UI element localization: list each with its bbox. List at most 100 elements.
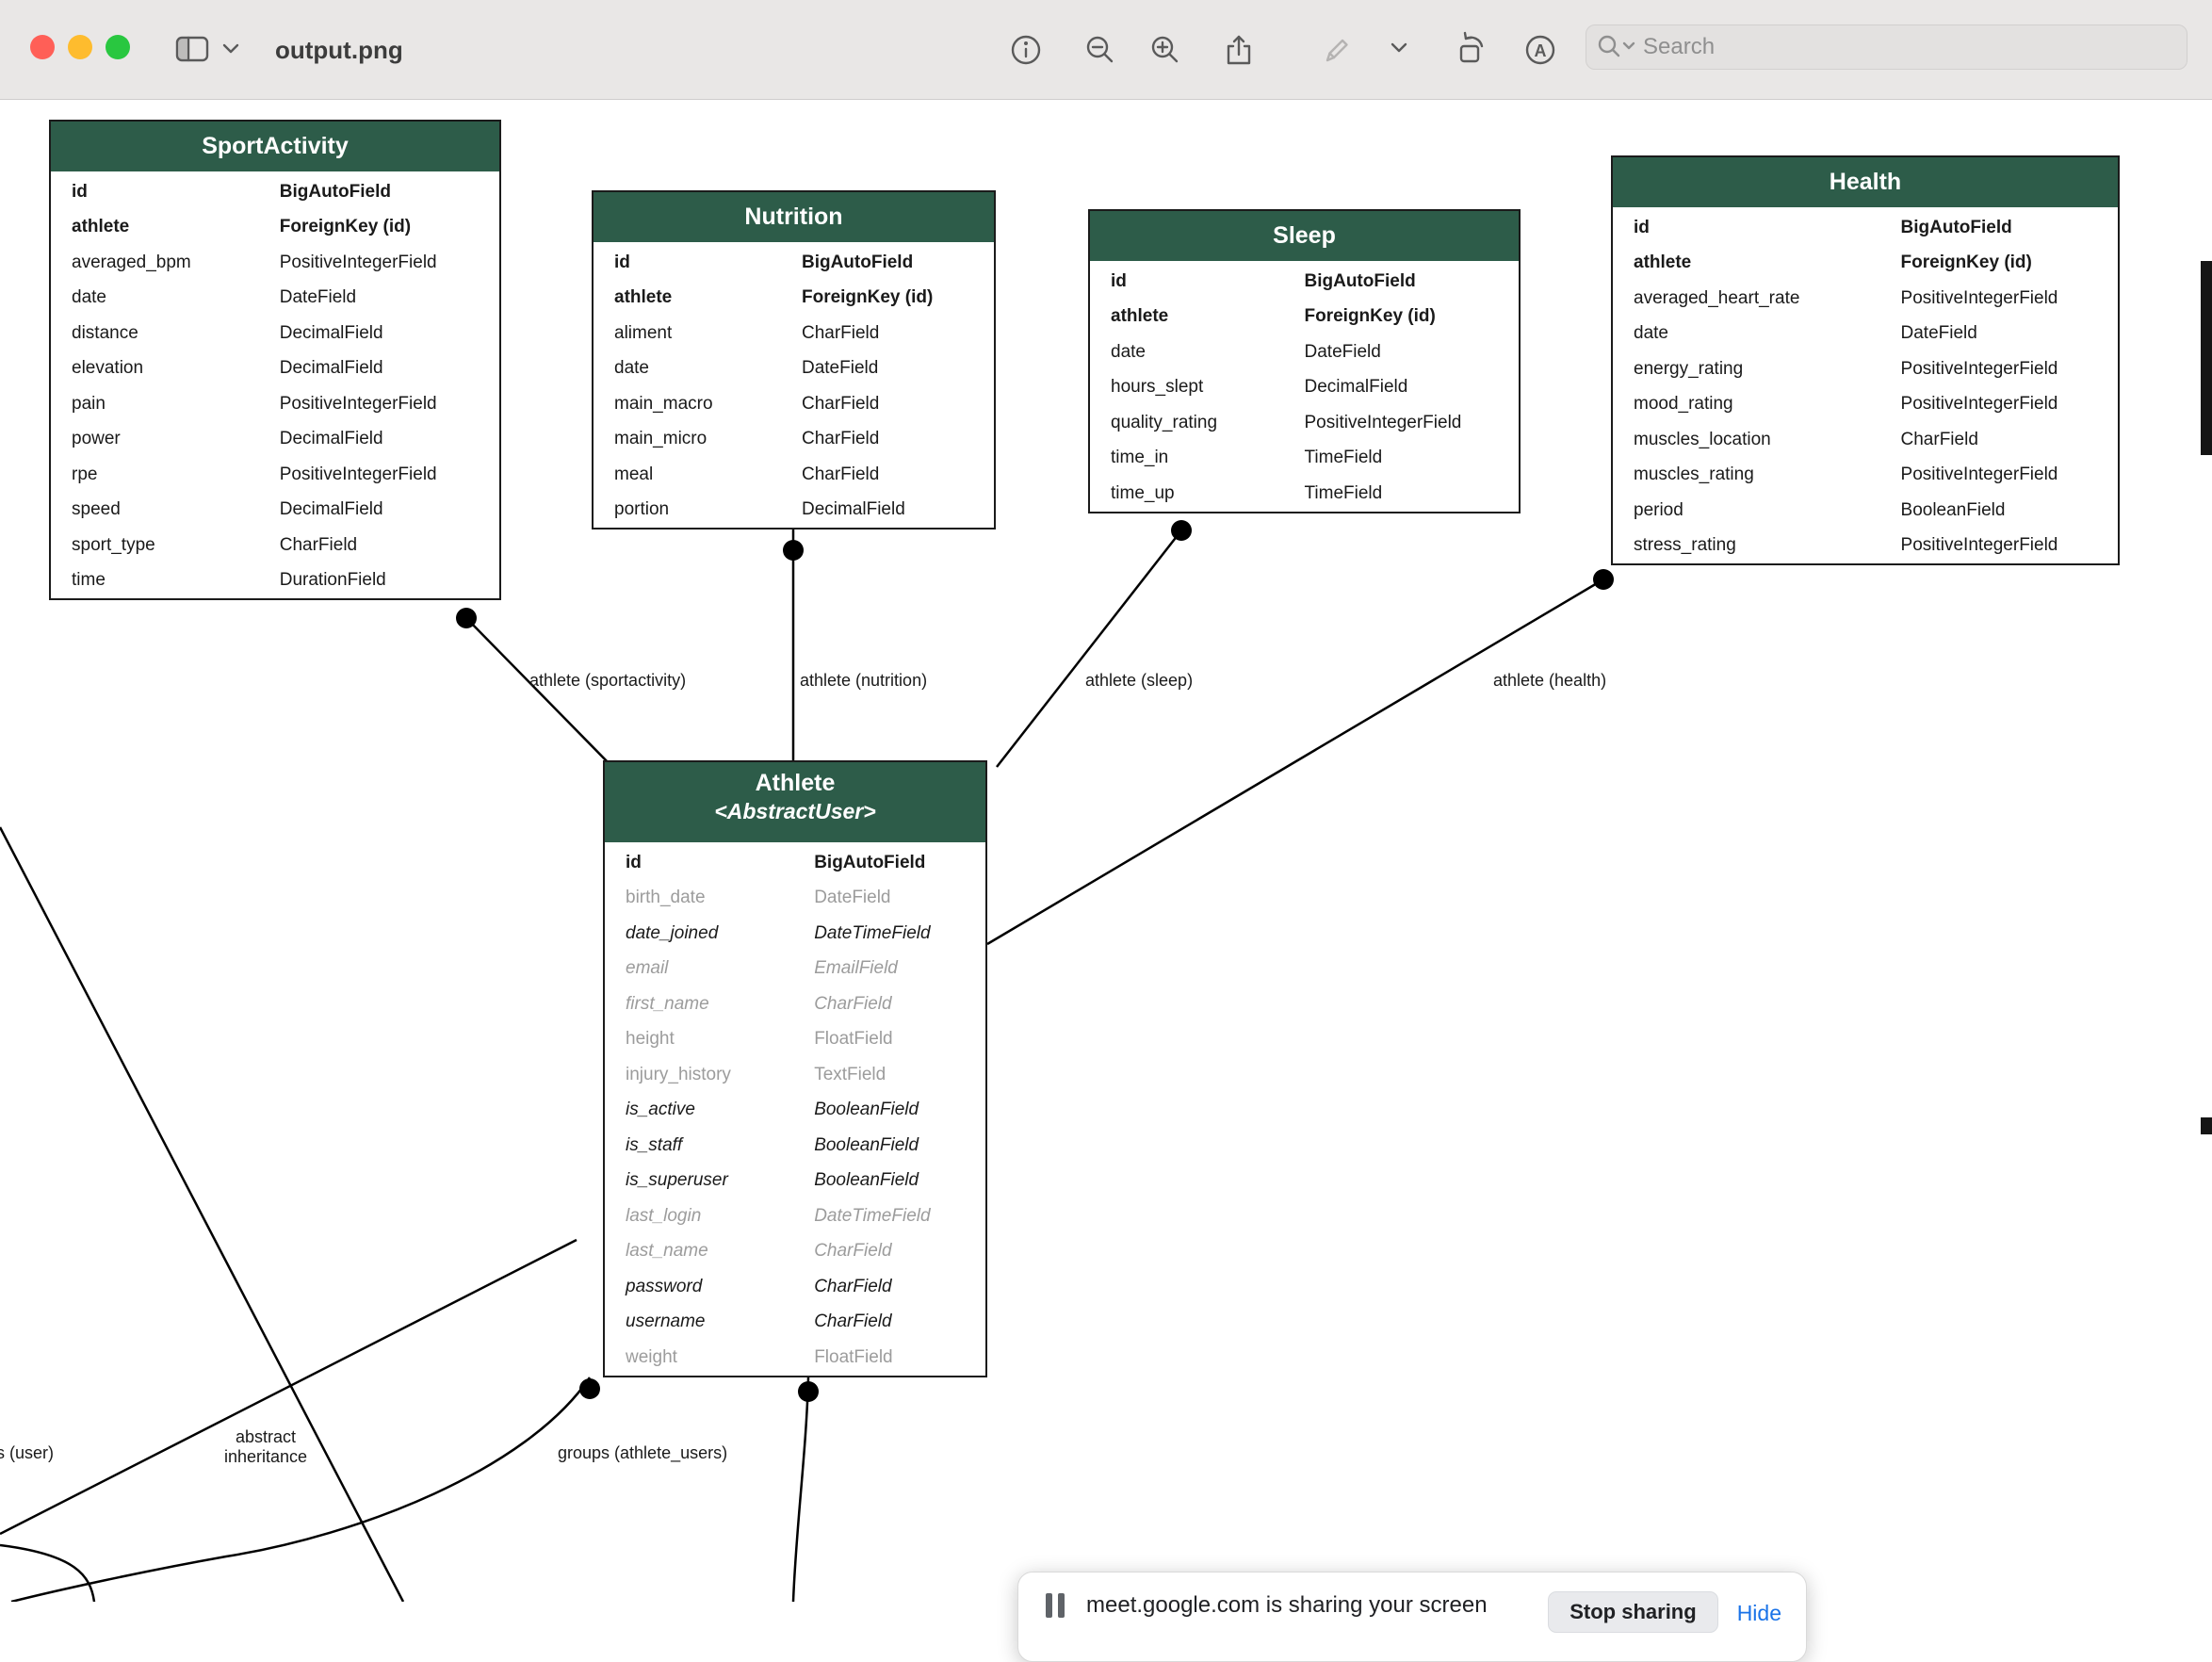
share-icon[interactable] [1220, 28, 1258, 70]
edge-label-abstract-inheritance: abstract inheritance [223, 1427, 308, 1466]
field-type: DecimalField [801, 499, 905, 520]
field-type: CharField [814, 1312, 892, 1332]
edge-label-groups: groups (athlete_users) [558, 1443, 728, 1462]
field-name: aliment [614, 322, 673, 343]
sidebar-menu-chevron-icon[interactable] [219, 32, 243, 64]
table-header: Nutrition [594, 192, 994, 245]
search-placeholder: Search [1643, 34, 1716, 59]
field-name: id [626, 852, 642, 872]
info-icon[interactable] [1007, 28, 1045, 70]
field-row: period BooleanField [1613, 493, 2118, 529]
field-name: period [1634, 499, 1683, 520]
field-type: TimeField [1304, 482, 1383, 503]
edge-endpoint-dot [798, 1381, 819, 1402]
field-name: time_in [1111, 448, 1169, 468]
markup-menu-chevron-icon[interactable] [1386, 34, 1412, 62]
field-name: date_joined [626, 922, 719, 943]
field-name: quality_rating [1111, 412, 1218, 432]
hide-link[interactable]: Hide [1736, 1601, 1781, 1625]
clipped-element [2201, 261, 2212, 455]
search-input[interactable]: Search [1586, 24, 2188, 70]
field-name: last_login [626, 1205, 702, 1226]
field-type: CharField [279, 534, 358, 555]
field-name: height [626, 1029, 675, 1050]
field-name: athlete [614, 287, 673, 308]
field-type: CharField [814, 1241, 892, 1262]
field-type: DateTimeField [814, 922, 931, 943]
field-type: BigAutoField [814, 852, 926, 872]
relationship-edge [791, 1377, 810, 1602]
field-type: DecimalField [279, 499, 383, 520]
field-name: birth_date [626, 888, 706, 908]
field-name: main_micro [614, 429, 708, 449]
field-row: speed DecimalField [51, 493, 499, 529]
field-row: height FloatField [605, 1022, 985, 1058]
zoom-in-icon[interactable] [1147, 28, 1184, 70]
relationship-edge [0, 1238, 577, 1536]
field-type: EmailField [814, 958, 898, 979]
field-name: date [1111, 341, 1146, 362]
field-name: mood_rating [1634, 394, 1733, 415]
field-name: speed [72, 499, 121, 520]
field-type: DecimalField [279, 429, 383, 449]
field-name: id [72, 181, 88, 202]
field-type: PositiveIntegerField [279, 393, 437, 414]
field-name: first_name [626, 993, 709, 1014]
window-titlebar: output.png A Search [0, 0, 2212, 100]
close-window-button[interactable] [30, 35, 55, 59]
relationship-edge [986, 578, 1604, 946]
stop-sharing-button[interactable]: Stop sharing [1548, 1591, 1718, 1633]
field-type: BooleanField [1900, 499, 2006, 520]
field-type: BigAutoField [801, 252, 914, 272]
edge-endpoint-dot [456, 608, 477, 628]
table-header: SportActivity [51, 122, 499, 174]
field-type: CharField [801, 322, 880, 343]
field-type: DateTimeField [814, 1205, 931, 1226]
field-type: DecimalField [279, 322, 383, 343]
field-name: id [614, 252, 630, 272]
field-name: hours_slept [1111, 377, 1204, 398]
field-name: athlete [1111, 306, 1169, 327]
field-row: date_joined DateTimeField [605, 916, 985, 952]
rotate-icon[interactable] [1453, 28, 1490, 70]
field-name: is_active [626, 1100, 695, 1120]
field-name: is_staff [626, 1134, 683, 1155]
field-name: username [626, 1312, 706, 1332]
field-name: elevation [72, 358, 144, 379]
annotate-icon[interactable]: A [1521, 28, 1559, 70]
field-name: distance [72, 322, 138, 343]
edge-endpoint-dot [1171, 520, 1192, 541]
relationship-edge [0, 1543, 96, 1602]
sidebar-toggle-icon[interactable] [173, 28, 211, 70]
minimize-window-button[interactable] [68, 35, 92, 59]
field-name: is_superuser [626, 1170, 728, 1191]
field-type: DateField [279, 287, 357, 308]
field-type: FloatField [814, 1029, 893, 1050]
table-header: Health [1613, 157, 2118, 210]
pause-icon[interactable] [1043, 1591, 1067, 1624]
zoom-out-icon[interactable] [1082, 28, 1119, 70]
field-type: FloatField [814, 1346, 893, 1367]
field-name: email [626, 958, 669, 979]
field-type: TextField [814, 1064, 886, 1084]
zoom-window-button[interactable] [106, 35, 130, 59]
relationship-edge [0, 826, 405, 1602]
field-type: BooleanField [814, 1134, 919, 1155]
field-row: distance DecimalField [51, 316, 499, 351]
